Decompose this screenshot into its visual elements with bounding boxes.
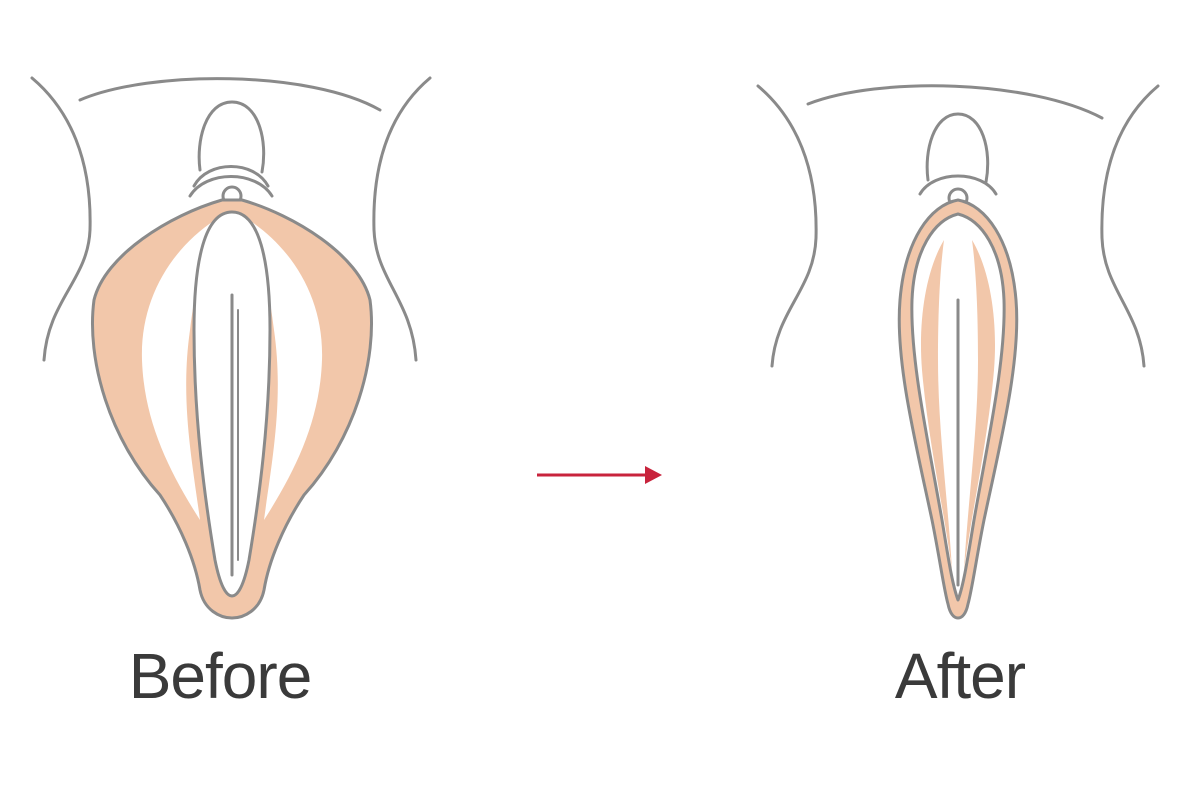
after-clitoral-hood — [925, 112, 990, 184]
after-hood-fold-1 — [918, 174, 998, 196]
before-inner-left-highlight — [141, 220, 215, 520]
before-hood-fold-1 — [192, 165, 270, 188]
before-left-thigh — [30, 76, 92, 362]
after-inner-right-strip — [964, 240, 996, 570]
before-inner-right-highlight — [249, 220, 323, 520]
before-right-thigh — [372, 76, 432, 362]
after-illustration — [756, 84, 1160, 620]
before-hood-fold-2 — [188, 175, 274, 198]
before-waist-line — [78, 77, 382, 112]
after-left-thigh — [756, 84, 818, 368]
before-label: Before — [128, 640, 313, 712]
after-right-thigh — [1100, 84, 1160, 368]
after-waist-line — [806, 84, 1104, 120]
right-arrow-icon — [537, 466, 662, 484]
after-inner-left-strip — [920, 240, 952, 570]
before-illustration — [30, 76, 432, 620]
after-label: After — [894, 640, 1026, 712]
before-clitoral-hood — [197, 100, 266, 174]
after-vestibule-outline — [910, 212, 1006, 602]
